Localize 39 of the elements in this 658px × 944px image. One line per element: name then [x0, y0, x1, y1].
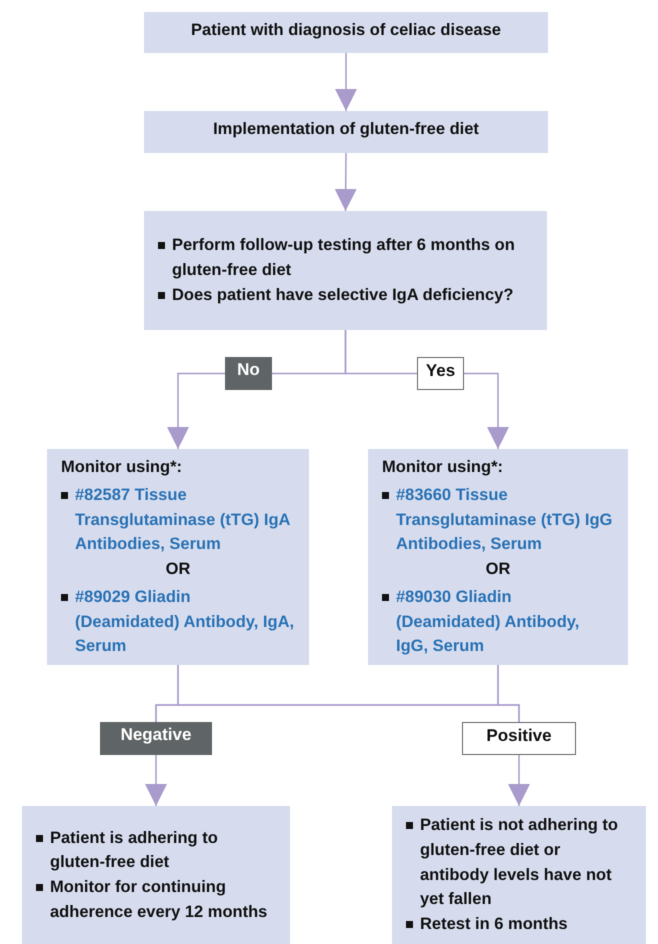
decision-label: [462, 722, 576, 755]
bullet-text: Patient is not adhering to gluten-free diet or antibody levels have not yet fallen: [420, 815, 620, 910]
bullet-text: Patient is adhering to gluten-free diet: [50, 828, 219, 874]
test-link: #82587 Tissue Transglutaminase (tTG) IgA Antibodies, Serum: [75, 484, 291, 556]
arrow: [508, 755, 530, 806]
process-box: [47, 449, 309, 665]
arrow: [335, 53, 357, 111]
node-text: Implementation of gluten-free diet: [212, 119, 480, 140]
arrow: [167, 372, 225, 449]
arrow: [464, 372, 509, 449]
node-text: Positive: [486, 725, 552, 747]
process-box: [22, 806, 290, 944]
process-box: [368, 449, 628, 665]
bullet-text: Monitor for continuing adherence every 12 months: [50, 877, 268, 923]
arrow: [145, 755, 167, 806]
process-box: [144, 12, 548, 53]
bullet-text: Perform follow-up testing after 6 months on gluten-free diet: [172, 235, 516, 282]
bullet-text: Does patient have selective IgA deficiency?: [172, 284, 514, 306]
process-box: [144, 111, 548, 153]
arrow: [334, 153, 357, 211]
connector-line: [344, 330, 417, 374]
decision-label: [225, 357, 272, 390]
connector-line: [497, 665, 520, 722]
decision-label: [417, 357, 464, 390]
test-link: #83660 Tissue Transglutaminase (tTG) IgG Antibodies, Serum: [396, 484, 614, 556]
heading-text: Monitor using*:: [382, 457, 504, 478]
decision-label: [100, 722, 212, 755]
bullet-text: Retest in 6 months: [420, 914, 569, 936]
or-text: OR: [164, 559, 192, 580]
process-box: [392, 806, 646, 944]
test-link: #89029 Gliadin (Deamidated) Antibody, IgA, Serum: [75, 586, 295, 658]
node-text: Patient with diagnosis of celiac disease: [190, 20, 502, 41]
node-text: Negative: [120, 724, 192, 746]
node-text: No: [237, 359, 260, 381]
heading-text: Monitor using*:: [61, 457, 183, 478]
process-box: [144, 211, 547, 330]
or-text: OR: [484, 559, 512, 580]
node-text: Yes: [426, 360, 456, 382]
test-link: #89030 Gliadin (Deamidated) Antibody, IgG, Serum: [396, 586, 580, 658]
